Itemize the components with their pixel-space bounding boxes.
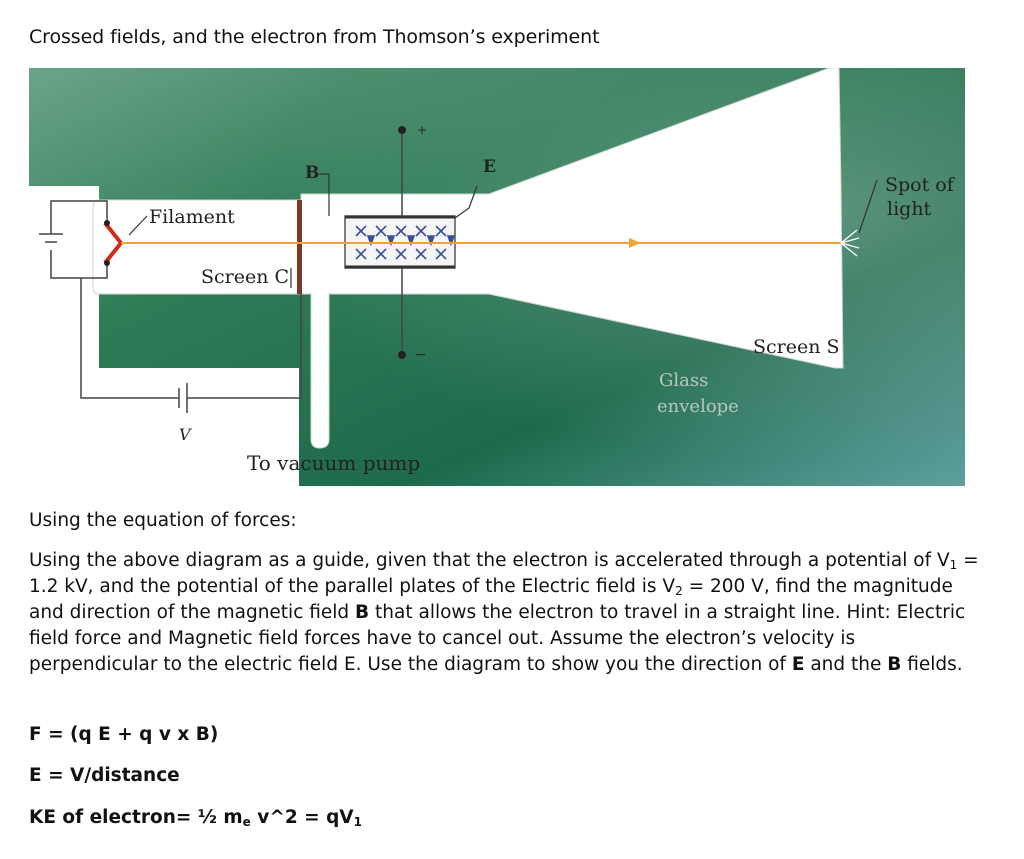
field-arrow — [406, 235, 416, 247]
section-heading: Using the equation of forces: — [29, 510, 297, 531]
diagram-svg: Filament Screen C B E + − Spot of light … — [29, 68, 965, 486]
equation-force: F = (q E + q v x B) — [29, 724, 219, 745]
page-title: Crossed fields, and the electron from Th… — [29, 26, 600, 48]
label-screen-c: Screen C — [201, 266, 289, 288]
field-cross — [355, 225, 367, 237]
field-arrow — [426, 235, 436, 247]
magnetic-field-crosses — [355, 225, 456, 260]
field-cross — [375, 248, 387, 260]
equation-kinetic-energy: KE of electron= ½ me v^2 = qV1 — [29, 807, 362, 829]
field-cross — [435, 248, 447, 260]
field-arrow — [366, 235, 376, 247]
circuit-wires — [39, 200, 302, 413]
label-glass-2: envelope — [657, 396, 739, 417]
label-spot-2: light — [887, 198, 932, 220]
problem-paragraph: Using the above diagram as a guide, give… — [29, 550, 979, 675]
label-filament: Filament — [149, 206, 235, 228]
label-minus: − — [415, 347, 427, 363]
label-b: B — [305, 163, 319, 183]
thomson-diagram: Filament Screen C B E + − Spot of light … — [29, 68, 965, 486]
field-arrow — [386, 235, 396, 247]
screen-c-plate — [297, 200, 302, 294]
field-cross — [395, 248, 407, 260]
field-cross — [355, 248, 367, 260]
label-vacuum-pump: To vacuum pump — [247, 451, 420, 475]
label-screen-s: Screen S — [753, 336, 840, 358]
label-v: V — [179, 425, 192, 444]
equation-electric-field: E = V/distance — [29, 765, 180, 786]
field-cross — [415, 225, 427, 237]
beam-arrow — [629, 238, 641, 248]
label-spot-1: Spot of — [885, 174, 956, 196]
field-cross — [415, 248, 427, 260]
field-cross — [435, 225, 447, 237]
light-spot — [840, 229, 860, 257]
field-arrow — [446, 235, 456, 247]
glass-envelope — [92, 68, 844, 449]
label-e: E — [483, 157, 496, 177]
label-glass-1: Glass — [659, 370, 708, 391]
label-plus: + — [417, 123, 427, 137]
field-cross — [395, 225, 407, 237]
field-cross — [375, 225, 387, 237]
